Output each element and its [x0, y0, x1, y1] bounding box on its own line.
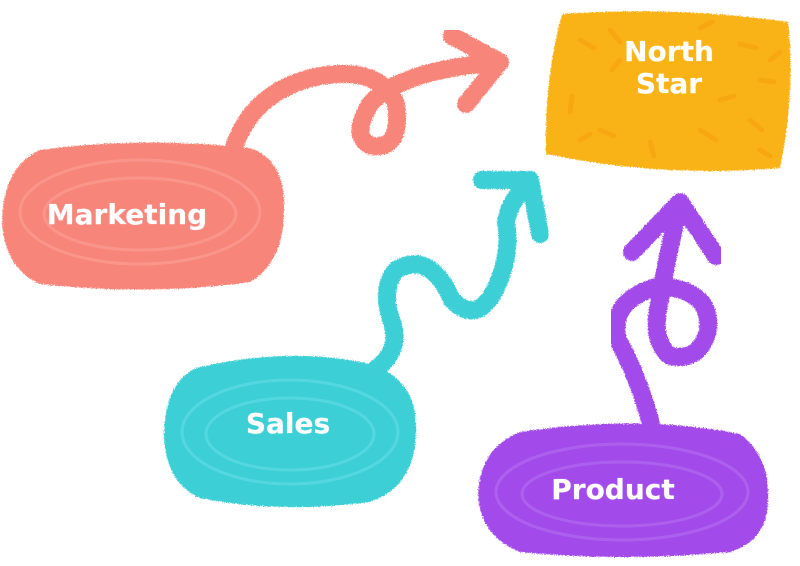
product-node [478, 423, 769, 557]
north-star-node [545, 11, 791, 171]
marketing-to-north-star-arrow [223, 27, 509, 163]
product-label: Product [551, 473, 675, 506]
sales-to-north-star-arrow [363, 171, 549, 381]
sales-label: Sales [245, 407, 331, 440]
sales-node [164, 355, 417, 508]
product-to-north-star-arrow [607, 193, 725, 437]
north-star-label-line1: North [624, 35, 714, 68]
north-star-label: North Star [590, 35, 748, 101]
north-star-label-line2: Star [635, 67, 703, 101]
marketing-label: Marketing [46, 198, 208, 231]
marketing-node [2, 142, 285, 290]
